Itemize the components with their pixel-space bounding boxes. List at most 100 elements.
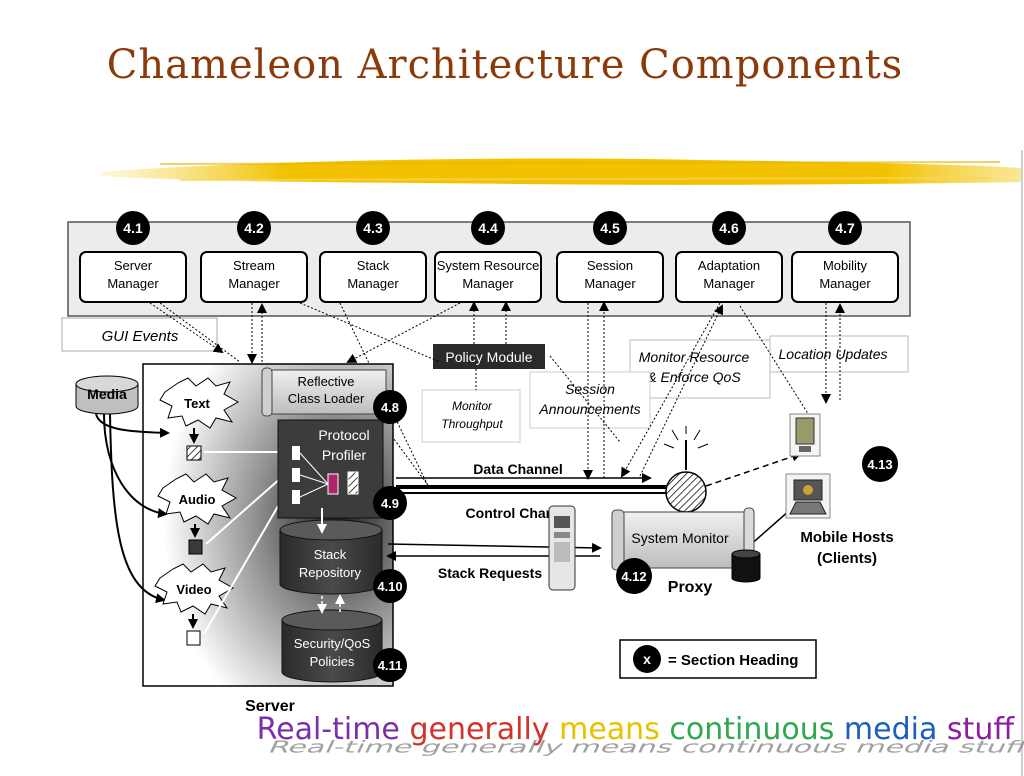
monitor-resource-line1: Monitor Resource [639, 349, 750, 365]
manager-line1: Server [114, 258, 153, 273]
badge-4-12: 4.12 [616, 558, 652, 594]
footer-caption: Real-time generally means continuous med… [257, 712, 1014, 747]
footer-word: means [559, 712, 660, 747]
managers-group: ServerManager4.1StreamManager4.2StackMan… [79, 211, 899, 303]
badge-4-11: 4.11 [373, 648, 407, 682]
policy-module-box [433, 344, 545, 369]
manager-number-badge [471, 211, 505, 245]
audio-burst [157, 473, 238, 525]
system-monitor-label: System Monitor [631, 530, 729, 546]
legend-x: x [643, 651, 651, 667]
stack-repository: Stack Repository [279, 519, 383, 595]
manager-line1: Adaptation [698, 258, 760, 273]
protocol-profiler: Protocol Profiler [277, 419, 384, 519]
manager-line2: Manager [347, 276, 399, 291]
badge-4-10: 4.10 [373, 569, 407, 603]
manager-number: 4.6 [719, 220, 739, 236]
monitor-throughput-line1: Monitor [452, 399, 493, 413]
svg-text:4.12: 4.12 [621, 569, 646, 584]
reflective-line2: Class Loader [288, 391, 365, 406]
gui-events-label: GUI Events [102, 328, 179, 345]
monitor-resource-line2: & Enforce QoS [647, 369, 741, 385]
footer-word: continuous [669, 712, 835, 747]
manager-number: 4.1 [123, 220, 143, 236]
gui-events-box [61, 317, 218, 352]
badge-4-13: 4.13 [862, 446, 898, 482]
manager-line1: Session [587, 258, 633, 273]
text-burst-label: Text [184, 396, 210, 411]
data-channel [396, 473, 668, 494]
manager-line1: Stream [233, 258, 275, 273]
media-label: Media [87, 386, 127, 402]
antenna-icon [663, 426, 709, 513]
badge-4-9: 4.9 [373, 486, 407, 520]
badge-4-8: 4.8 [373, 390, 407, 424]
svg-text:4.9: 4.9 [381, 496, 399, 511]
security-line1: Security/QoS [294, 636, 371, 651]
protocol-line1: Protocol [318, 427, 369, 443]
legend-text: = Section Heading [668, 652, 798, 669]
system-monitor: System Monitor [611, 507, 755, 571]
audio-burst-label: Audio [179, 492, 216, 507]
svg-text:4.10: 4.10 [377, 579, 402, 594]
profiler-inputs [203, 447, 294, 635]
manager-box [200, 251, 308, 303]
manager-box [319, 251, 427, 303]
protocol-line2: Profiler [322, 447, 367, 463]
location-updates-box [769, 335, 909, 373]
monitor-resource-box [629, 339, 771, 399]
manager-number: 4.7 [835, 220, 855, 236]
proxy-label: Proxy [668, 579, 713, 596]
repo-security-link [317, 594, 345, 614]
legend: x = Section Heading [619, 639, 817, 679]
security-line2: Policies [310, 654, 355, 669]
stack-repo-line2: Repository [299, 565, 362, 580]
mobile-hosts-line2: (Clients) [817, 550, 877, 567]
manager-number-badge [116, 211, 150, 245]
media-store: Media [75, 375, 139, 415]
manager-number-badge [237, 211, 271, 245]
footer-word: stuff [946, 712, 1014, 747]
stack-requests-label: Stack Requests [438, 565, 542, 581]
server-label: Server [245, 698, 295, 715]
session-announcements-line2: Announcements [538, 401, 640, 417]
manager-line2: Manager [462, 276, 514, 291]
session-announcements-line1: Session [565, 381, 615, 397]
manager-line1: System Resource [437, 258, 540, 273]
manager-number: 4.2 [244, 220, 264, 236]
manager-box [675, 251, 783, 303]
manager-line2: Manager [584, 276, 636, 291]
laptop-icon [785, 473, 831, 519]
manager-box [79, 251, 187, 303]
security-policies: Security/QoS Policies [281, 609, 383, 683]
footer-word: media [843, 712, 938, 747]
manager-line2: Manager [819, 276, 871, 291]
stack-repo-line1: Stack [314, 547, 347, 562]
svg-text:4.11: 4.11 [378, 658, 403, 673]
footer-word: Real-time [256, 712, 400, 747]
policy-module-label: Policy Module [445, 349, 532, 365]
video-burst-label: Video [176, 582, 211, 597]
manager-number: 4.5 [600, 220, 620, 236]
pda-icon [789, 413, 821, 457]
session-announcements-box [529, 371, 651, 429]
manager-number-badge [828, 211, 862, 245]
manager-number: 4.4 [478, 220, 498, 236]
monitor-throughput-box [421, 389, 521, 443]
manager-line2: Manager [107, 276, 159, 291]
manager-line1: Mobility [823, 258, 868, 273]
manager-number: 4.3 [363, 220, 383, 236]
title-highlight [100, 158, 1022, 185]
manager-line2: Manager [228, 276, 280, 291]
reflective-line1: Reflective [297, 374, 354, 389]
media-flows [95, 413, 170, 604]
manager-line2: Manager [703, 276, 755, 291]
